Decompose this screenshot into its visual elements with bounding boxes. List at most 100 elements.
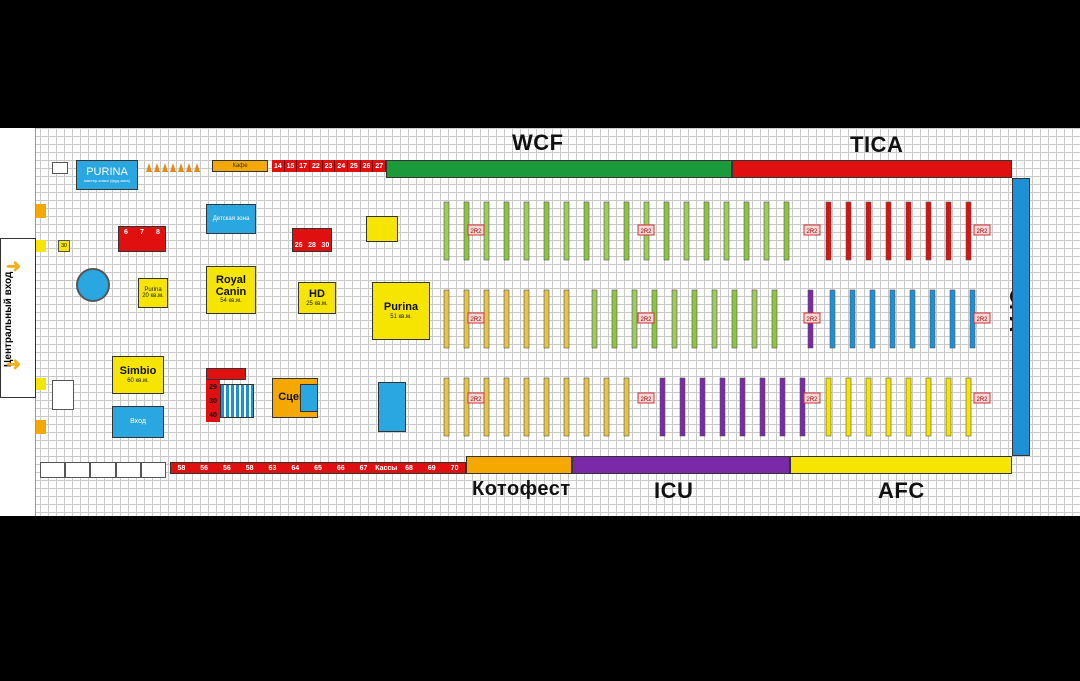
- ring-tag: 2R2: [973, 224, 991, 236]
- cage-row-wcf: [743, 201, 750, 261]
- cage-row-green: [771, 289, 778, 349]
- cage-row-afc: [965, 377, 972, 437]
- cage-row-icu: [739, 377, 746, 437]
- cage-row-kotofest: [603, 377, 610, 437]
- stand-number: 58: [177, 464, 186, 472]
- cage-row-afc: [825, 377, 832, 437]
- entrance-arrow-bottom: ➜: [6, 354, 22, 374]
- cfa-bar: [1012, 178, 1030, 456]
- simbio-area: 60 кв.м.: [127, 377, 149, 384]
- ring-tag: 2R2: [637, 312, 655, 324]
- hd-label: HD: [309, 288, 325, 301]
- ring-tag: 2R2: [467, 224, 485, 236]
- cage-row-icu: [759, 377, 766, 437]
- stand-number: 40: [206, 408, 220, 422]
- bottom-cell: [65, 462, 91, 478]
- ring-tag-label: 2R2: [470, 317, 482, 323]
- stand-number: 29: [206, 380, 220, 394]
- purina-top-label: PURINA: [86, 166, 128, 179]
- ring-tag-label: 2R2: [640, 397, 652, 403]
- purina-top-sub: мастер-класс (фуд-зона): [84, 177, 130, 183]
- stand-number: 28: [308, 241, 316, 249]
- cage-row-afc: [845, 377, 852, 437]
- cage-row-afc: [945, 377, 952, 437]
- ring-tag: 2R2: [467, 312, 485, 324]
- ring-tag: 2R2: [637, 224, 655, 236]
- cage-row-icu: [799, 377, 806, 437]
- cage-row-cfa: [929, 289, 936, 349]
- ring-tag: 2R2: [467, 392, 485, 404]
- stand-number: 30: [206, 394, 220, 408]
- cage-row-green: [631, 289, 638, 349]
- ring-tag-label: 2R2: [470, 397, 482, 403]
- bottom-left-cells: [40, 462, 167, 478]
- red-cluster-c-top: [206, 368, 246, 380]
- royal-canin-stand: Royal Canin 54 кв.м.: [206, 266, 256, 314]
- cage-row-wcf: [563, 201, 570, 261]
- royal-canin-area: 54 кв.м.: [220, 298, 242, 305]
- stand-number: 7: [140, 229, 144, 236]
- cafe-stand: Кафе: [212, 160, 268, 172]
- cage-row-cfa: [949, 289, 956, 349]
- cage-row-wcf: [783, 201, 790, 261]
- bottom-cell: [140, 462, 167, 478]
- cage-row-kotofest: [483, 377, 490, 437]
- red-cluster-a: [118, 226, 166, 252]
- cage-row-green: [691, 289, 698, 349]
- cage-row-tica: [965, 201, 972, 261]
- cage-row-kotofest: [583, 377, 590, 437]
- simbio-stand: Simbio 60 кв.м.: [112, 356, 164, 394]
- cage-row-cfa: [849, 289, 856, 349]
- cage-row-wcf: [523, 201, 530, 261]
- cage-row-wcf: [703, 201, 710, 261]
- entrance-zone: Центральный вход: [0, 238, 36, 398]
- small-yellow-stand: [366, 216, 398, 242]
- ring-tag-label: 2R2: [806, 317, 818, 323]
- cone-icons: [146, 163, 200, 172]
- stand-number: 69: [427, 464, 436, 472]
- royal-canin-label: Royal Canin: [215, 274, 247, 298]
- cage-row-tica: [945, 201, 952, 261]
- cage-row-icu: [679, 377, 686, 437]
- ring-tag-label: 2R2: [976, 229, 988, 235]
- stand-number: 56: [223, 464, 231, 472]
- ring-tag: 2R2: [973, 312, 991, 324]
- cage-row-kotofest: [443, 377, 450, 437]
- purina-main-area: 51 кв.м.: [390, 313, 412, 320]
- ring-tag-label: 2R2: [640, 229, 652, 235]
- stand-number: 68: [405, 464, 413, 472]
- stand-number: Кассы: [375, 464, 398, 472]
- stand-number: 58: [245, 464, 254, 472]
- cage-row-cfa: [829, 289, 836, 349]
- stand-number: 22: [310, 160, 323, 172]
- stand-number: 64: [291, 464, 300, 472]
- ring-tag: 2R2: [803, 312, 821, 324]
- purina-main-stand: Purina 51 кв.м.: [372, 282, 430, 340]
- cage-row-wcf: [723, 201, 730, 261]
- stage-side: [300, 384, 318, 412]
- stand-number: 26: [360, 160, 374, 172]
- entrance-arrow-top: ➜: [6, 256, 22, 276]
- purina-small-label: Purina: [144, 286, 162, 293]
- cage-row-tica: [865, 201, 872, 261]
- cage-row-gold: [563, 289, 570, 349]
- cage-row-icu: [659, 377, 666, 437]
- cage-row-wcf: [623, 201, 630, 261]
- stand-number: 63: [268, 464, 277, 472]
- purina-small-stand: Purina 20 кв.м.: [138, 278, 168, 308]
- cage-row-tica: [905, 201, 912, 261]
- cage-row-wcf: [763, 201, 770, 261]
- exit-box: Вход: [112, 406, 164, 438]
- bottom-cell: [90, 462, 116, 478]
- cafe-label: Кафе: [232, 162, 248, 169]
- icu-title: ICU: [654, 478, 694, 503]
- ring-tag: 2R2: [637, 392, 655, 404]
- afc-bar: [790, 456, 1012, 474]
- cage-row-afc: [885, 377, 892, 437]
- tica-bar: [732, 160, 1012, 178]
- cage-row-afc: [925, 377, 932, 437]
